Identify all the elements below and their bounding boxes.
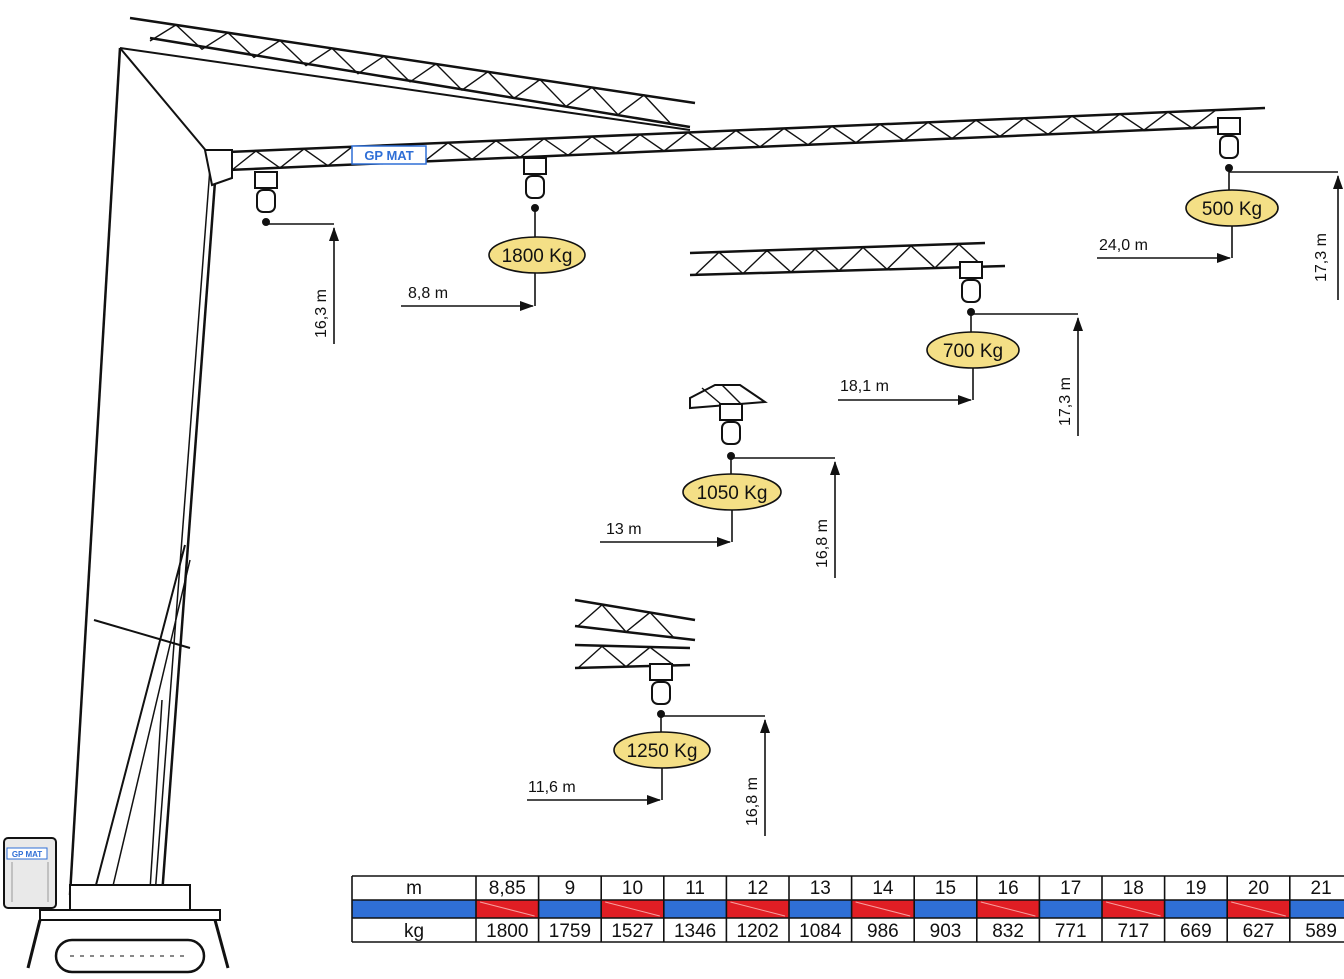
table-cell-load: 986 [867,921,899,942]
height-label: 16,3 m [313,289,330,338]
hook-blocks [254,117,1241,718]
radius-label: 18,1 m [840,378,889,395]
table-cell-distance: 19 [1185,878,1206,899]
load-label: 1800 Kg [502,246,573,267]
load-label: 1250 Kg [627,741,698,762]
band-cell [789,900,852,918]
table-cell-load: 1084 [799,921,842,942]
jib-detail-700 [689,241,1006,277]
table-cell-distance: 15 [935,878,956,899]
table-cell-distance: 12 [747,878,768,899]
radius-label: 8,8 m [408,285,448,302]
radius-dimensions [401,226,1233,805]
band-cell [663,900,727,918]
table-cell-load: 589 [1305,921,1337,942]
jib-detail-1250 [574,598,696,670]
table-cell-distance: 18 [1123,878,1144,899]
table-cell-load: 1759 [549,921,591,942]
band-cell [1039,900,1102,918]
row-label-kg: kg [404,921,424,942]
table-cell-load: 903 [930,921,962,942]
height-label: 17,3 m [1057,377,1074,426]
load-label: 700 Kg [943,341,1003,362]
load-label: 500 Kg [1202,199,1262,220]
table-cell-distance: 14 [872,878,894,899]
folded-jib-lattice [129,16,696,129]
table-cell-load: 1202 [737,921,779,942]
hook-block [1217,117,1241,172]
band-cell [1164,900,1228,918]
table-cell-load: 1346 [674,921,716,942]
load-badge-1800: 1800 Kg [488,210,586,274]
jib-detail-1050 [689,384,768,410]
load-badge-700: 700 Kg [926,314,1020,369]
table-cell-distance: 11 [685,878,705,899]
hook-block [719,403,743,460]
band-cell [538,900,602,918]
table-cell-load: 1527 [611,921,653,942]
table-cell-distance: 8,85 [489,878,526,899]
table-cell-distance: 17 [1060,878,1081,899]
table-cell-load: 1800 [486,921,528,942]
radius-label: 24,0 m [1099,237,1148,254]
table-cell-distance: 9 [565,878,576,899]
table-cell-load: 832 [992,921,1024,942]
hook-block [959,261,983,316]
row-label-m: m [406,878,422,899]
crane-drawing [3,16,1266,974]
table-cell-distance: 20 [1248,878,1269,899]
load-badge-1250: 1250 Kg [613,716,711,769]
band-cell [914,900,977,918]
band-cell [352,900,476,918]
hook-block [523,157,547,212]
hook-block [254,171,278,226]
load-label: 1050 Kg [697,483,768,504]
table-cell-distance: 10 [622,878,643,899]
brand-logo-small: GP MAT [6,847,48,860]
load-badge-500: 500 Kg [1185,170,1279,227]
load-badge-1050: 1050 Kg [682,458,782,511]
band-cell [1289,900,1344,918]
height-dimensions [266,171,1343,836]
table-cell-load: 771 [1055,921,1087,942]
height-label: 17,3 m [1313,233,1330,282]
height-label: 16,8 m [744,777,761,826]
radius-label: 11,6 m [528,779,576,796]
radius-label: 13 m [606,521,642,538]
table-cell-distance: 13 [810,878,831,899]
height-label: 16,8 m [814,519,831,568]
table-cell-distance: 16 [998,878,1019,899]
hook-block [649,663,673,718]
table-cell-load: 627 [1243,921,1275,942]
table-cell-load: 717 [1117,921,1149,942]
table-cell-load: 669 [1180,921,1212,942]
svg-text:GP MAT: GP MAT [12,850,42,859]
table-cell-distance: 21 [1311,878,1332,899]
brand-logo-jib: GP MAT [351,145,427,165]
svg-text:GP MAT: GP MAT [364,148,413,163]
load-chart-table: m kg 8,85 1800 9 1759 10 1527 11 1346 12 1202 13 1084… [351,875,1344,943]
